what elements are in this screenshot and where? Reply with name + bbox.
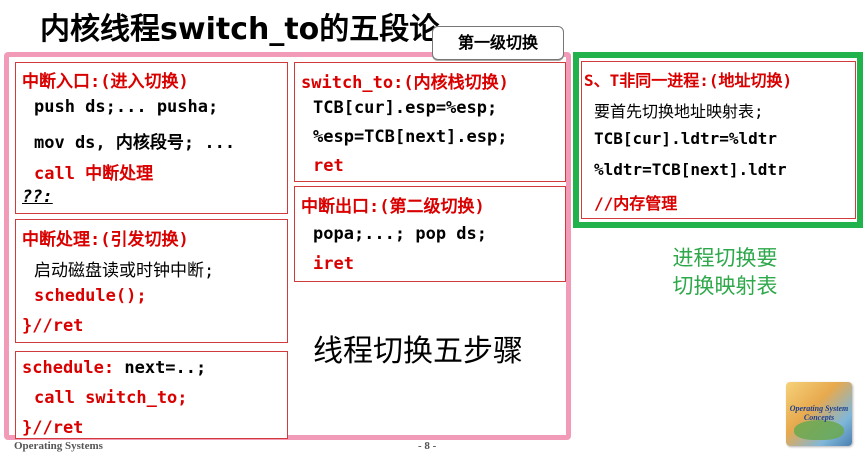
interrupt-exit-line: iret [313, 254, 354, 274]
interrupt-exit-box: 中断出口:(第二级切换) popa;...; pop ds; iret [294, 186, 566, 282]
process-switch-box: S、T非同一进程:(地址切换) 要首先切换地址映射表; TCB[cur].ldt… [581, 61, 856, 219]
interrupt-exit-line: popa;...; pop ds; [313, 224, 487, 244]
book-cover-image: Operating System Concepts [786, 382, 852, 446]
schedule-next: next=..; [114, 358, 207, 378]
interrupt-entry-line: call 中断处理 [34, 164, 154, 184]
dinosaur-illustration [794, 420, 844, 440]
interrupt-entry-line: mov ds, 内核段号; ... [34, 133, 236, 153]
interrupt-entry-tail: ??: [22, 187, 53, 207]
interrupt-handler-line: schedule(); [34, 286, 147, 306]
interrupt-exit-heading: 中断出口:(第二级切换) [301, 197, 485, 217]
five-steps-label: 线程切换五步骤 [313, 334, 523, 369]
book-cover-title: Operating System Concepts [789, 404, 849, 422]
switch-to-line: TCB[cur].esp=%esp; [313, 98, 498, 118]
interrupt-handler-heading: 中断处理:(引发切换) [22, 230, 189, 250]
slide-title: 内核线程switch_to的五段论 [40, 12, 440, 47]
schedule-keyword: schedule: [22, 358, 115, 378]
schedule-box: schedule: next=..; call switch_to; }//re… [15, 351, 288, 439]
process-switch-line: %ldtr=TCB[next].ldtr [594, 160, 787, 179]
interrupt-entry-heading: 中断入口:(进入切换) [22, 72, 189, 92]
switch-to-line: %esp=TCB[next].esp; [313, 127, 508, 147]
footer-course: Operating Systems [14, 440, 103, 452]
interrupt-entry-line: push ds;... pusha; [34, 97, 219, 117]
schedule-line: schedule: next=..; [22, 358, 206, 378]
switch-to-line: ret [313, 156, 344, 176]
first-level-switch-callout: 第一级切换 [432, 26, 564, 60]
process-switch-line: TCB[cur].ldtr=%ldtr [594, 129, 778, 148]
switch-to-box: switch_to:(内核栈切换) TCB[cur].esp=%esp; %es… [294, 62, 566, 182]
footer-page-number: - 8 - [418, 440, 437, 452]
process-switch-note-line2: 切换映射表 [672, 274, 778, 298]
process-switch-note-line1: 进程切换要 [672, 246, 778, 270]
interrupt-handler-line: }//ret [22, 316, 84, 336]
switch-to-heading: switch_to:(内核栈切换) [301, 73, 509, 93]
schedule-line: }//ret [22, 418, 84, 438]
interrupt-handler-line: 启动磁盘读或时钟中断; [34, 261, 215, 281]
process-switch-heading: S、T非同一进程:(地址切换) [584, 71, 793, 90]
interrupt-handler-box: 中断处理:(引发切换) 启动磁盘读或时钟中断; schedule(); }//r… [15, 219, 288, 343]
interrupt-entry-box: 中断入口:(进入切换) push ds;... pusha; mov ds, 内… [15, 62, 288, 214]
process-switch-line: //内存管理 [594, 194, 678, 213]
schedule-line: call switch_to; [34, 388, 188, 408]
process-switch-line: 要首先切换地址映射表; [594, 102, 764, 121]
